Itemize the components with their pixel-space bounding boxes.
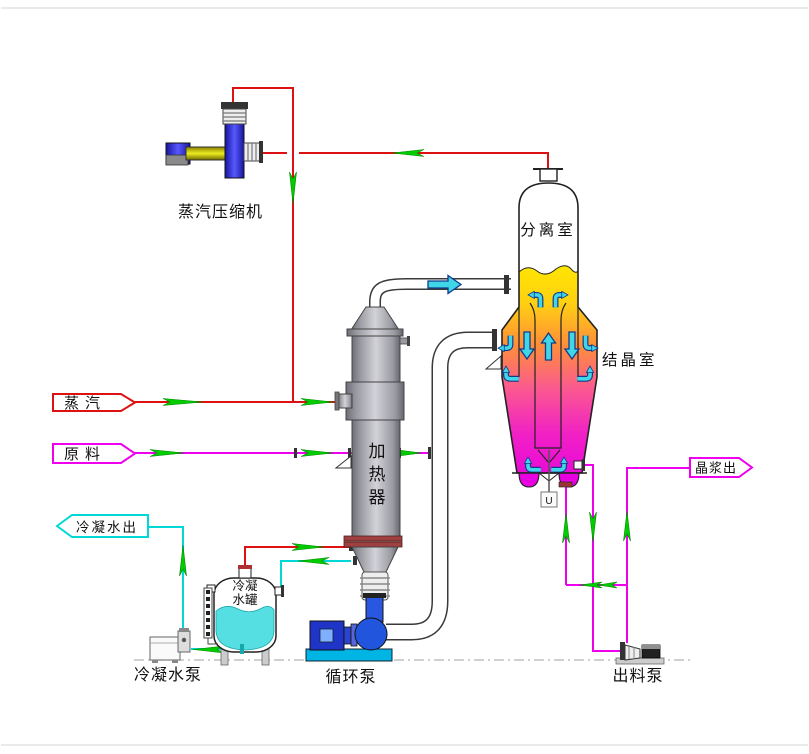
circulation-downcomer-pipe <box>386 331 497 641</box>
slurry-out-flag <box>689 457 754 478</box>
tank-label-2: 水罐 <box>232 593 258 607</box>
heater-top-cone <box>350 306 400 331</box>
arrow-feed-1 <box>149 449 185 457</box>
arrow-drain-left <box>297 557 330 565</box>
image-border <box>1 7 808 746</box>
condensate-out-line <box>148 526 184 632</box>
cone-side-flange <box>582 459 585 471</box>
steam-nozzle-flange <box>334 391 340 411</box>
discharge-pump-label: 出料泵 <box>612 667 663 685</box>
condensate-pump-label: 冷凝水泵 <box>134 666 202 684</box>
heater-body <box>351 335 401 538</box>
arrow-tee-left-1 <box>579 581 603 589</box>
compressor-discharge-line <box>232 87 294 402</box>
heater-bracket <box>334 454 352 469</box>
agitator-tag: U <box>545 496 552 507</box>
arrow-suction-left <box>391 149 425 157</box>
steam-flag-label: 蒸汽 <box>64 395 106 412</box>
downcomer-outlet-flange <box>492 329 497 351</box>
skirt-walls <box>518 307 579 377</box>
arrow-steam-1 <box>162 398 204 406</box>
heater-top-flange <box>346 328 404 337</box>
suction-bellows <box>243 141 263 163</box>
heater-label: 加热器 <box>366 442 386 511</box>
arrow-condensate-up <box>179 544 187 577</box>
tank-top-nozzle <box>238 567 252 579</box>
pump-coupling-1 <box>343 626 352 645</box>
heater-bottom-ring-2 <box>343 541 403 548</box>
riser-flow-arrow <box>427 274 463 295</box>
separator-label: 分离室 <box>520 221 576 239</box>
steam-lines <box>135 87 549 568</box>
heater-bottom-ring-1 <box>343 535 403 542</box>
separator-crystallizer-vessel: U 分离室 结晶室 <box>484 168 658 508</box>
compressor-label: 蒸汽压缩机 <box>178 203 263 221</box>
tank-right-flange <box>281 585 284 597</box>
pump-suction-flange <box>363 593 386 598</box>
heater-vent-flange <box>407 336 410 346</box>
steam-nozzle <box>337 393 353 409</box>
product-line <box>626 467 690 643</box>
steam-flag <box>52 393 137 412</box>
arrow-slurry-up-1 <box>562 512 570 544</box>
condensate-pump-body <box>149 636 181 661</box>
condensate-pump: 冷凝水泵 <box>134 628 202 684</box>
arrow-product-up <box>623 510 631 542</box>
discharge-pump-flange <box>620 642 625 660</box>
vessel-bracket <box>484 354 502 370</box>
cone-side-nozzle <box>573 460 583 470</box>
compressor-suction-line <box>262 152 549 172</box>
level-gauge <box>203 587 218 645</box>
liquid-gradient <box>501 265 598 474</box>
feed-flag-label: 原料 <box>64 446 106 463</box>
condensate-out-flag <box>55 514 149 538</box>
slurry-out-flag-label: 晶浆出 <box>695 461 737 476</box>
heater-drain-line <box>277 560 351 592</box>
feed-flag <box>52 443 137 464</box>
crystallizer-label: 结晶室 <box>602 351 658 369</box>
condensate-tank: 冷凝 水罐 <box>203 565 284 666</box>
compressor-body <box>224 121 245 179</box>
pump-casing <box>354 617 388 651</box>
stream-flags: 蒸汽 原料 冷凝水出 晶浆出 <box>52 393 754 538</box>
draft-tube <box>529 302 567 449</box>
condensate-pump-flange <box>179 628 189 632</box>
arrow-steam-2 <box>300 398 334 406</box>
arrow-tank-out-left <box>192 645 225 654</box>
motor-shaft <box>185 146 229 161</box>
riser-inlet-flange <box>504 275 509 294</box>
arrow-vent-right <box>291 543 325 551</box>
cone-outlet-line <box>584 464 621 652</box>
tank-top-flange <box>238 565 252 569</box>
circulation-pump-base <box>305 648 393 662</box>
tank-label-1: 冷凝 <box>232 578 258 593</box>
heater-vent-nozzle <box>399 337 409 345</box>
vessel-outline <box>501 182 598 474</box>
arrow-slurry-down <box>589 511 597 543</box>
top-nozzle <box>539 168 558 182</box>
motor-base <box>165 154 189 166</box>
bottom-outlet-flange <box>558 481 573 488</box>
tank-liquid <box>215 606 275 651</box>
tank-bottom-nozzle <box>240 644 244 654</box>
heater-bottom-cone <box>351 546 399 573</box>
heater-bulge <box>345 381 405 421</box>
flow-arrows <box>149 149 631 654</box>
discharge-pump-volute <box>624 644 641 661</box>
discharge-pump: 出料泵 <box>612 642 665 685</box>
vapor-riser-pipe <box>369 278 511 318</box>
arrow-feed-2 <box>300 449 334 457</box>
agitator-box <box>540 491 558 508</box>
circulation-pump-label: 循环泵 <box>325 668 376 686</box>
compressor-top-cap <box>221 102 248 109</box>
circulation-pump: 循环泵 <box>305 593 393 686</box>
steam-compressor: 蒸汽压缩机 <box>165 102 263 221</box>
arrow-compressor-down <box>289 171 297 205</box>
heater-column: 加热器 <box>334 306 410 601</box>
arrow-tee-left-2 <box>597 581 618 589</box>
top-bellows <box>222 108 247 125</box>
condensate-out-flag-label: 冷凝水出 <box>76 520 138 535</box>
